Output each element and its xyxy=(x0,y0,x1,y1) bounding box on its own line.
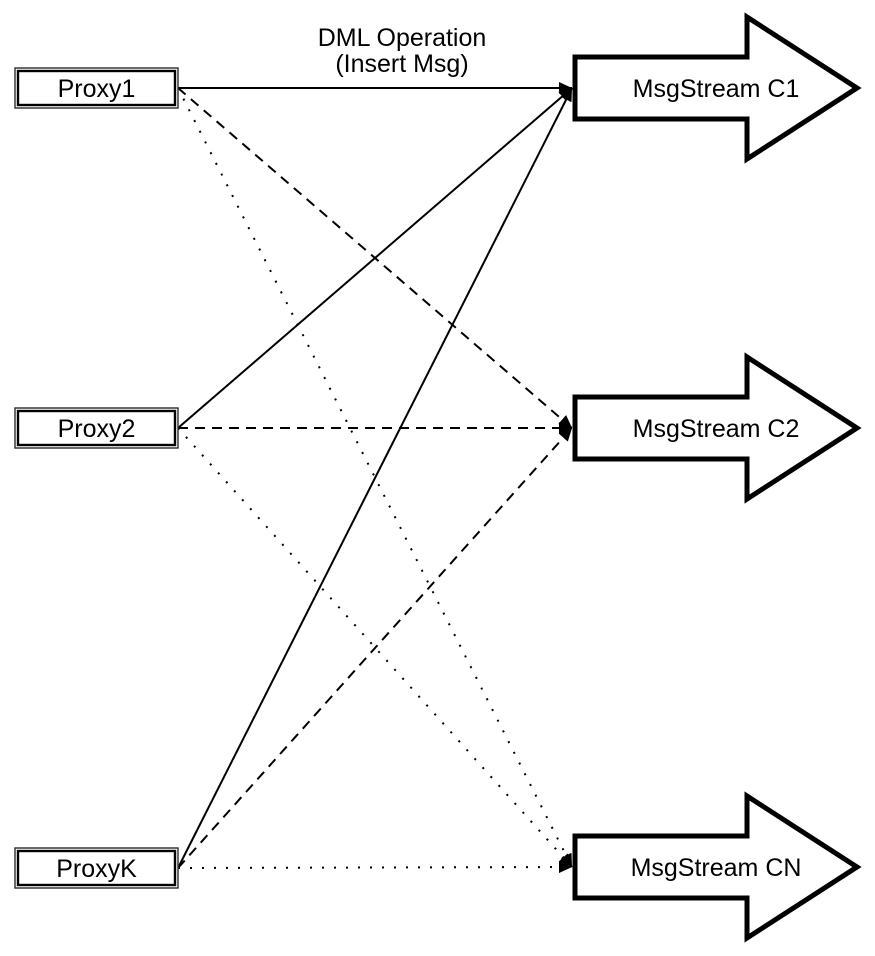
msgstream-cn-arrow-shape xyxy=(572,791,862,943)
stream-node-c2: MsgStream C2 xyxy=(572,352,862,504)
stream-node-c1: MsgStream C1 xyxy=(572,12,862,164)
msgstream-c1-arrow-shape xyxy=(572,12,862,164)
annotation-line2: (Insert Msg) xyxy=(335,50,468,78)
msgstream-c1-label: MsgStream C1 xyxy=(633,75,800,103)
proxyk-box-inner xyxy=(16,849,177,887)
proxy2-box-inner xyxy=(16,409,177,447)
msgstream-cn-label: MsgStream CN xyxy=(631,854,802,882)
proxy1-box-inner xyxy=(16,69,177,107)
edge-proxyk-cn xyxy=(177,861,573,874)
annotation-line1: DML Operation xyxy=(318,24,487,52)
proxy-node-k: ProxyK xyxy=(14,847,179,889)
edges xyxy=(177,82,573,874)
edge-proxyk-c2 xyxy=(177,427,573,869)
edge-proxy1-c2 xyxy=(177,87,573,429)
stream-node-cn: MsgStream CN xyxy=(572,791,862,943)
msgstream-c2-label: MsgStream C2 xyxy=(633,415,800,443)
proxyk-label: ProxyK xyxy=(56,855,137,883)
proxy-node-1: Proxy1 xyxy=(14,67,179,109)
edge-proxyk-c1 xyxy=(177,87,573,869)
proxy-node-2: Proxy2 xyxy=(14,407,179,449)
proxy1-label: Proxy1 xyxy=(58,75,136,103)
msgstream-c2-arrow-shape xyxy=(572,352,862,504)
edge-proxy1-cn xyxy=(177,87,573,868)
proxy2-label: Proxy2 xyxy=(58,415,136,443)
